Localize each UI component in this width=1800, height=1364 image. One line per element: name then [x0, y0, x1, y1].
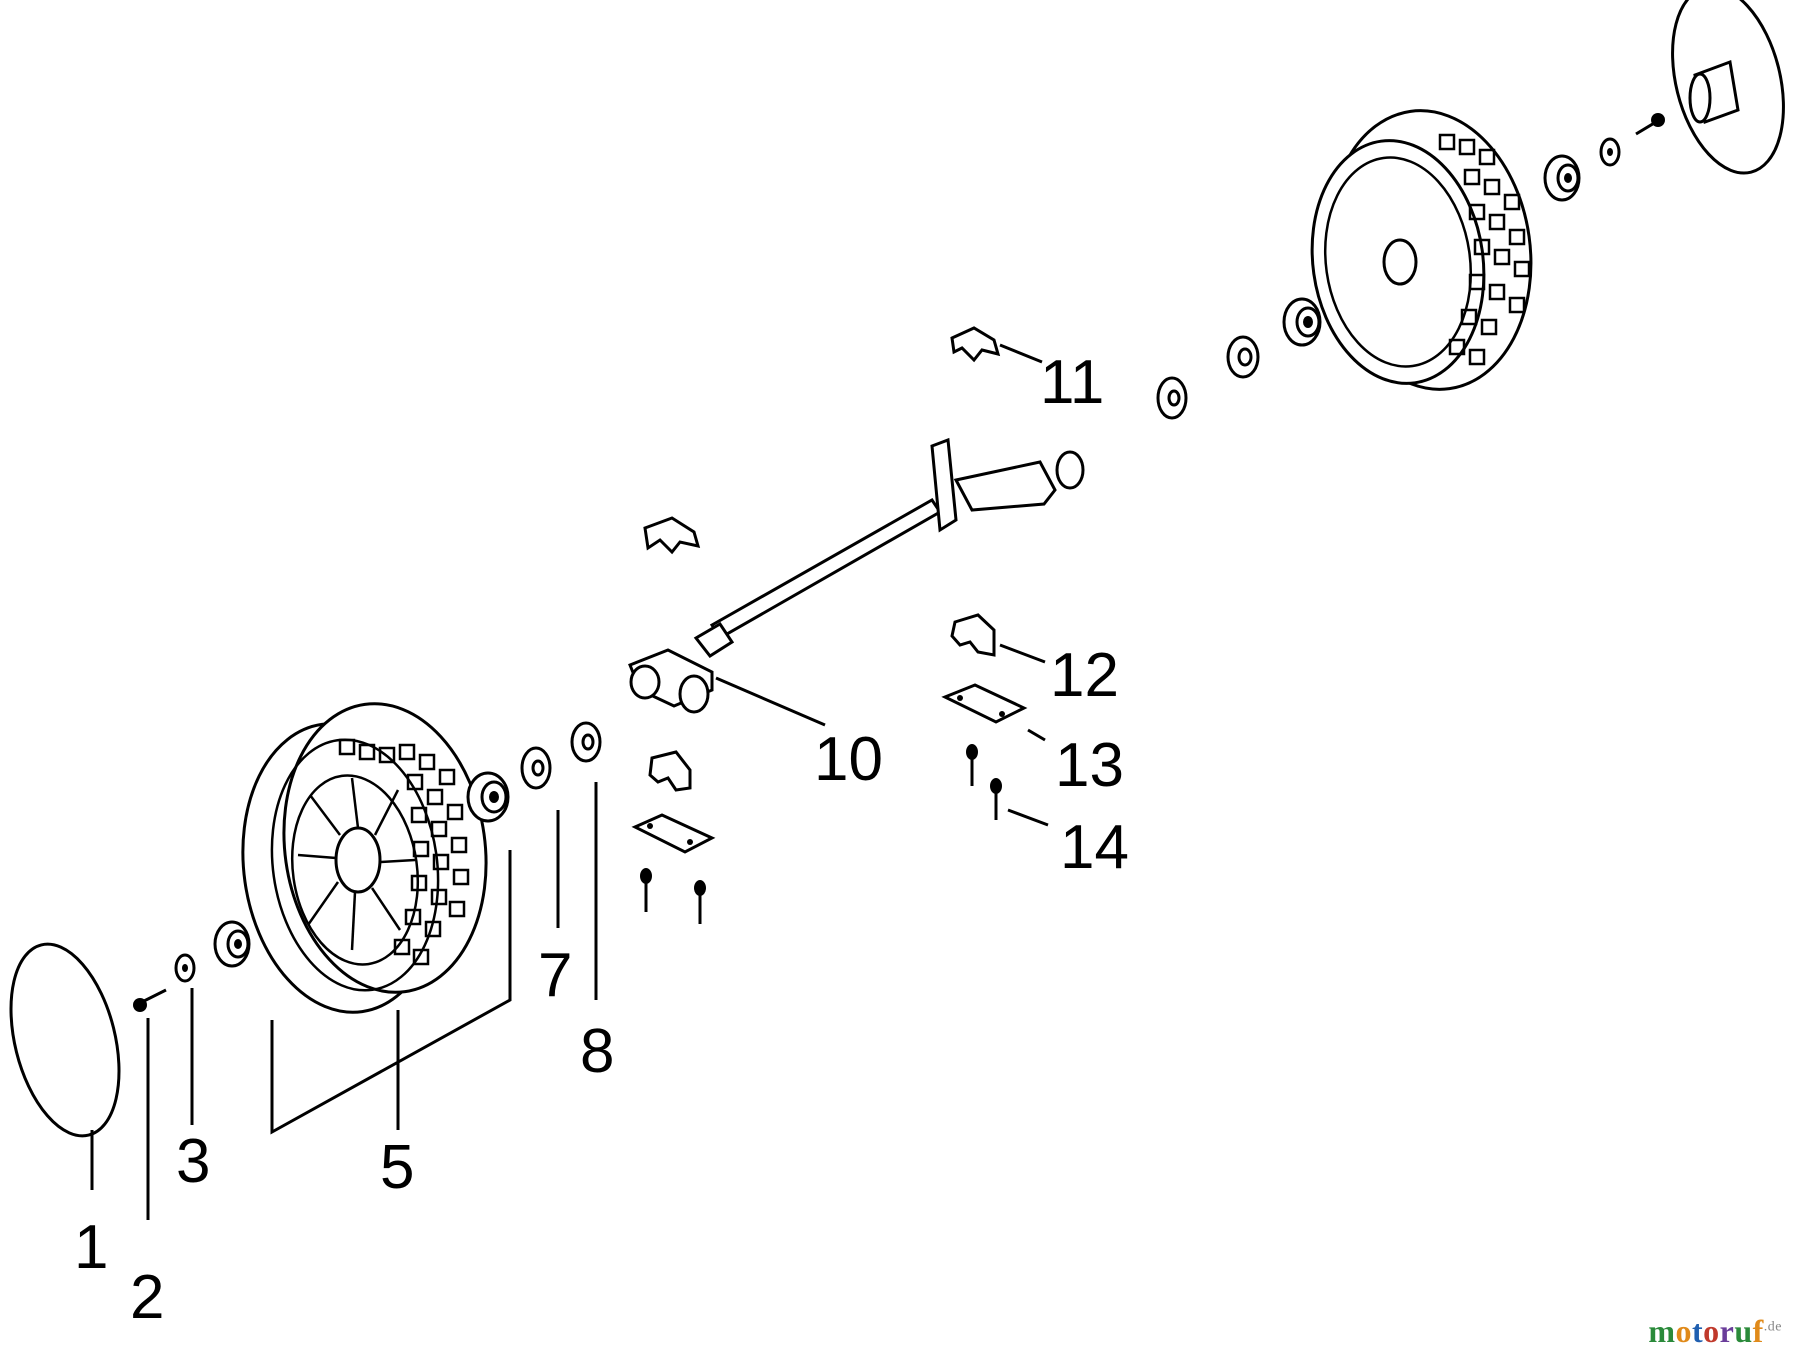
callout-11: 11	[1040, 348, 1104, 417]
front-screw-right	[694, 880, 706, 924]
callout-7: 7	[538, 941, 572, 1010]
callout-8: 8	[580, 1017, 614, 1086]
washer-part-7	[520, 746, 552, 790]
callout-13: 13	[1055, 731, 1124, 800]
callout-12: 12	[1050, 641, 1119, 710]
front-wheel-part-5	[241, 702, 488, 1014]
callout-1: 1	[74, 1213, 108, 1282]
front-plate	[631, 813, 716, 854]
watermark-logo: motoruf.de	[1648, 1313, 1782, 1350]
rear-washer-2	[1226, 335, 1260, 379]
callouts: 1 2 3 5 7 8 10 11 12 13 14	[74, 348, 1129, 1332]
rear-clip-part-12	[950, 613, 996, 657]
rear-hub-cap	[1671, 0, 1785, 175]
axle-part-10	[628, 437, 1085, 714]
wm-letter-7: f	[1752, 1313, 1764, 1349]
rear-bushing-part-11	[950, 326, 1001, 363]
nut-front	[213, 920, 251, 968]
rear-washer-outer	[1599, 137, 1621, 167]
nut-part-6	[466, 771, 510, 823]
callout-14: 14	[1060, 813, 1129, 882]
rear-screw	[1635, 113, 1665, 136]
callout-2: 2	[130, 1263, 164, 1332]
washer-part-3	[174, 953, 196, 983]
rear-plate-part-13	[941, 683, 1028, 724]
wm-letter-4: o	[1703, 1313, 1720, 1349]
front-clip	[648, 750, 692, 792]
front-bushing	[643, 516, 701, 555]
rear-nut-inner	[1282, 297, 1322, 347]
rear-screw-part-14	[966, 744, 1002, 820]
wm-letter-6: u	[1734, 1313, 1753, 1349]
callout-3: 3	[176, 1127, 210, 1196]
screw-part-2	[133, 988, 167, 1012]
wm-letter-1: m	[1648, 1313, 1676, 1349]
rear-wheel	[1310, 109, 1533, 391]
wm-suffix: .de	[1763, 1319, 1782, 1335]
wm-letter-2: o	[1675, 1313, 1692, 1349]
leader-lines	[90, 343, 1049, 1220]
washer-part-8	[570, 721, 602, 763]
front-screw-left	[640, 868, 652, 912]
rear-nut-outer	[1543, 154, 1581, 202]
wm-letter-3: t	[1691, 1313, 1704, 1349]
wm-letter-5: r	[1719, 1313, 1735, 1349]
callout-5: 5	[380, 1133, 414, 1202]
rear-washer-1	[1156, 376, 1188, 420]
hub-cap-part	[9, 942, 121, 1138]
callout-10: 10	[814, 725, 883, 794]
